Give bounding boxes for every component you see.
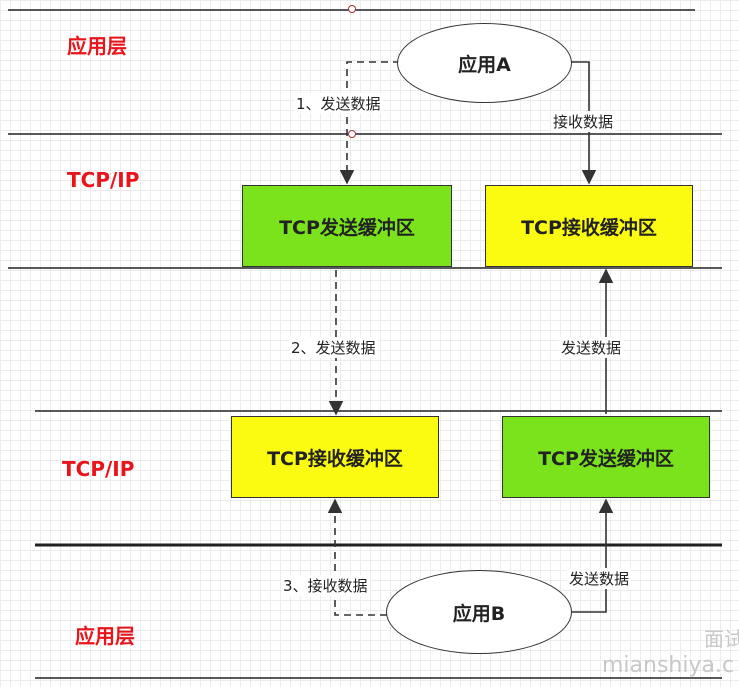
connection-dot [348, 5, 356, 13]
app-a-node: 应用A [397, 23, 572, 103]
layer-label-tcpip-a: TCP/IP [67, 168, 140, 192]
edge-label-b-send: 发送数据 [567, 568, 632, 589]
edge-label-step3: 3、接收数据 [281, 575, 370, 596]
watermark-cn: 面试 [704, 627, 739, 651]
app-b-node: 应用B [386, 570, 572, 654]
watermark-url: mianshiya.c [602, 653, 735, 678]
a-recv-buffer-box: TCP接收缓冲区 [485, 185, 693, 267]
edge-label-a-receive: 接收数据 [551, 111, 616, 132]
a-send-buffer-box: TCP发送缓冲区 [242, 185, 452, 267]
layer-label-tcpip-b: TCP/IP [62, 457, 135, 481]
b-recv-buffer-box: TCP接收缓冲区 [231, 416, 439, 498]
edge-app-b-to-recv-buffer-b [327, 498, 387, 616]
edge-label-b-to-a-send: 发送数据 [559, 337, 624, 358]
edge-app-a-to-send-buffer [339, 61, 400, 185]
edge-app-b-to-send-buffer-b [570, 498, 614, 613]
edge-app-a-to-recv-buffer [570, 61, 597, 185]
layer-label-app-bottom: 应用层 [75, 624, 135, 648]
layer-label-app-top: 应用层 [67, 34, 127, 58]
b-send-buffer-box: TCP发送缓冲区 [502, 416, 710, 498]
connection-dot [348, 130, 356, 138]
edge-label-step2: 2、发送数据 [289, 337, 378, 358]
edge-label-step1: 1、发送数据 [294, 93, 383, 114]
